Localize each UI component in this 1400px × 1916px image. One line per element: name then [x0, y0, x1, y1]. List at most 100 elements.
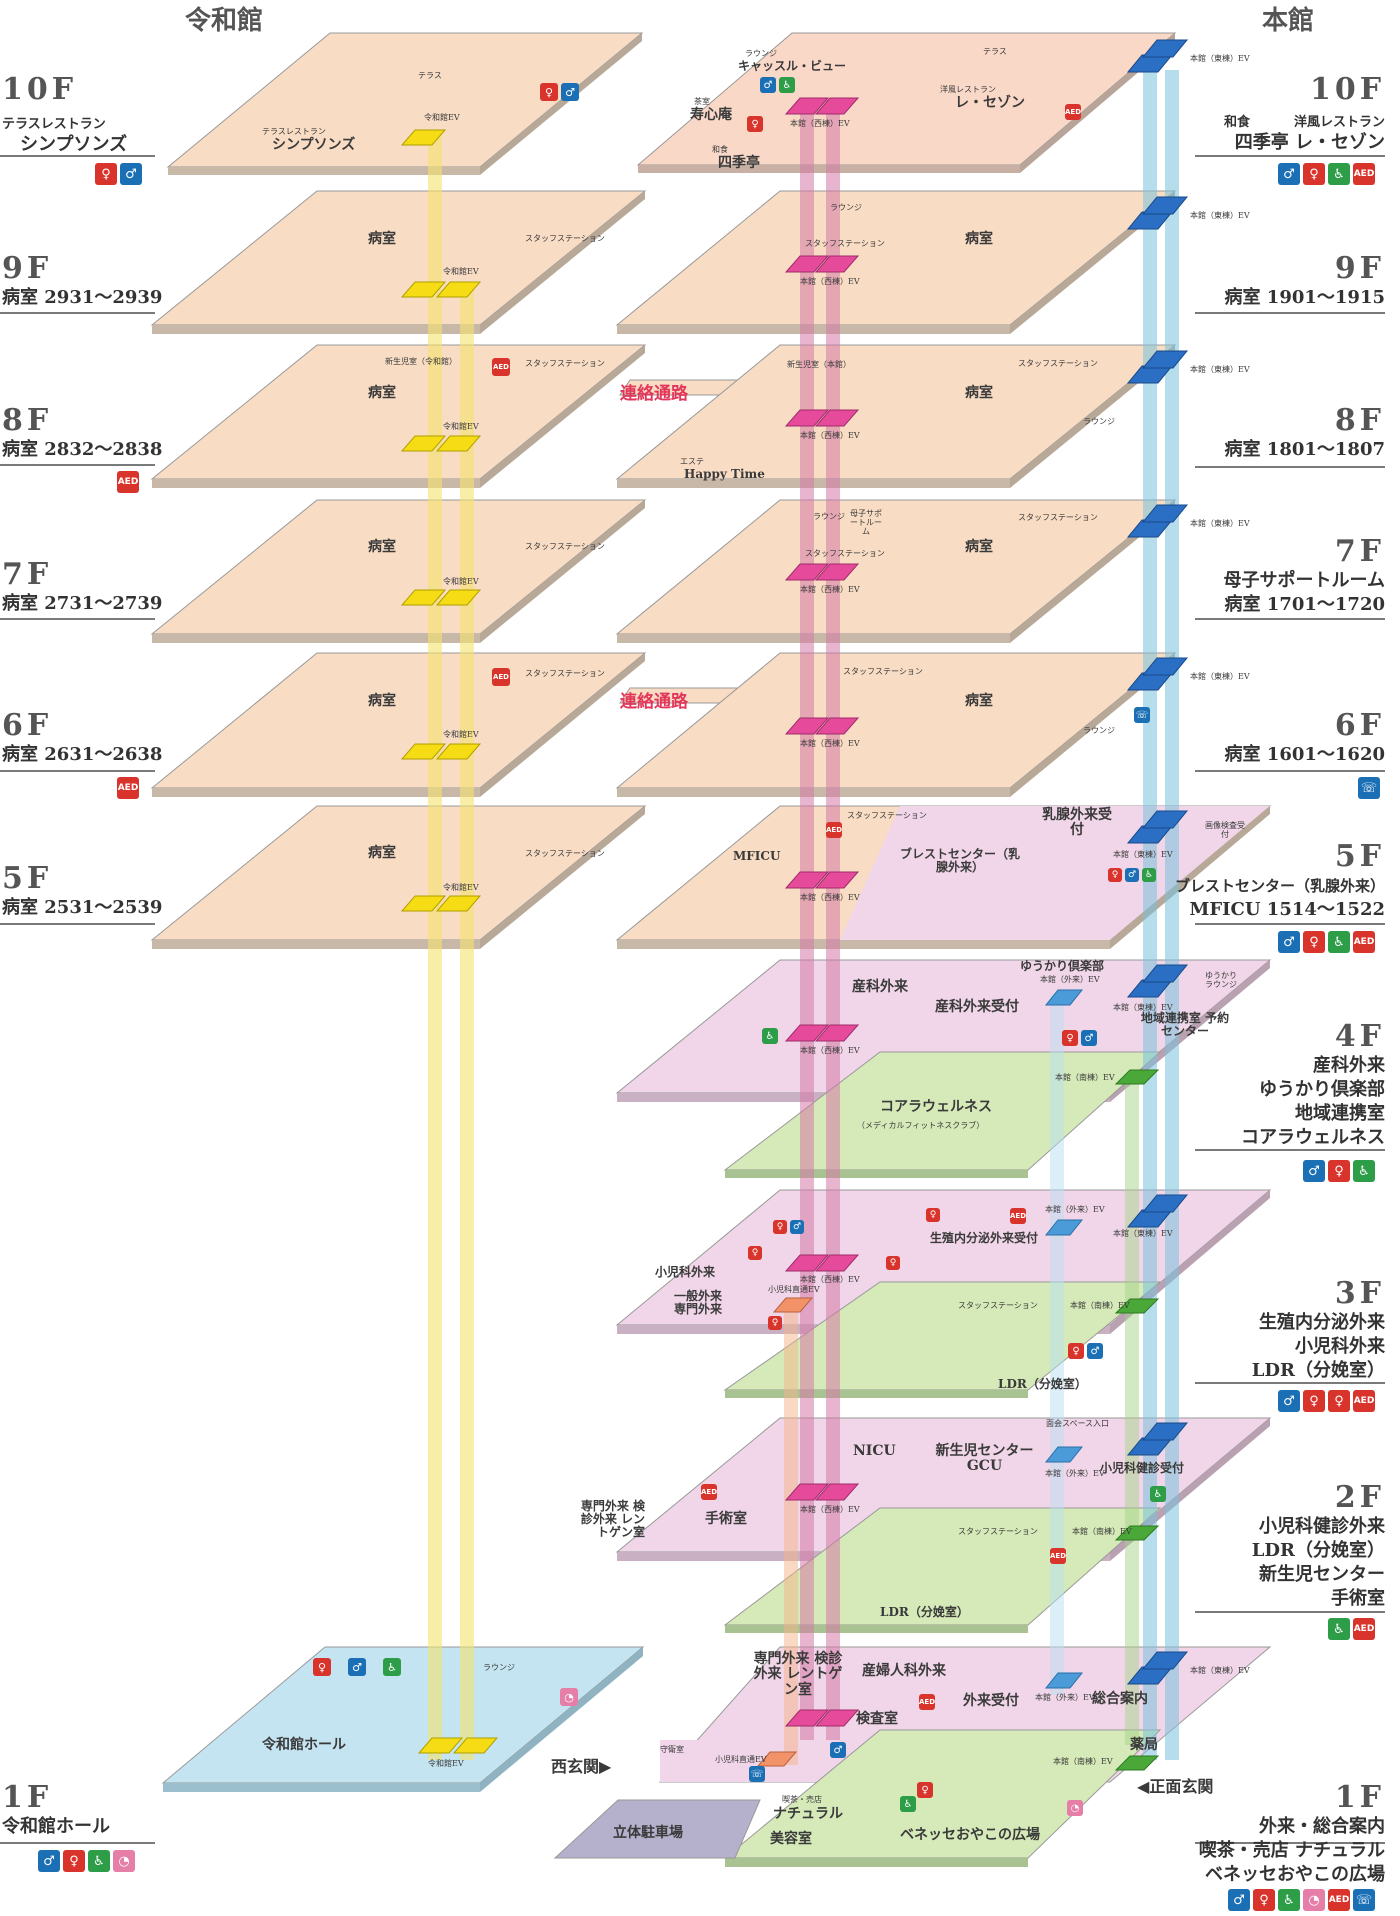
- reiwa-9f-byoshitsu: 病室: [368, 231, 396, 247]
- connector-8f: 連絡通路: [620, 384, 688, 404]
- accessible-icon: ♿: [1328, 1618, 1350, 1640]
- floor-line: 病室 1901〜1915: [1224, 287, 1385, 308]
- aed-icon: AED: [1328, 1889, 1350, 1911]
- main-entrance: ◀正面玄関: [1137, 1778, 1213, 1796]
- reiwa-9f-ev: 令和館EV: [443, 267, 479, 276]
- men-restroom-icon: ♂: [1278, 1390, 1300, 1412]
- men-restroom-icon: ♂: [1087, 1343, 1103, 1359]
- reiwa-7f-staff: スタッフステーション: [525, 542, 605, 551]
- women-restroom-icon: ♀: [886, 1256, 900, 1270]
- right-2f-icons: ♿ AED: [1328, 1618, 1375, 1640]
- honkan-east-ev-shaft: [1143, 70, 1179, 1760]
- honkan-3f-west-ev: 本館（西棟）EV: [800, 1275, 860, 1284]
- honkan-4f-yukari-lounge: ゆうかりラウンジ: [1205, 971, 1237, 989]
- floor-line: ベネッセおやこの広場: [1205, 1864, 1385, 1885]
- floor-number: 5F: [2, 861, 53, 896]
- honkan-1f-parking: 立体駐車場: [613, 1825, 683, 1841]
- floor-line: 生殖内分泌外来: [1259, 1312, 1385, 1333]
- floor-line: LDR（分娩室）: [1251, 1540, 1385, 1561]
- floor-line: 新生児センター: [1259, 1564, 1385, 1585]
- accessible-icon: ♿: [779, 77, 795, 93]
- floor-number: 1F: [1334, 1780, 1385, 1815]
- honkan-8f-byoshitsu: 病室: [965, 385, 993, 401]
- floor-number: 3F: [1334, 1276, 1385, 1311]
- honkan-9f-staff: スタッフステーション: [805, 239, 885, 248]
- aed-icon: AED: [1353, 163, 1375, 185]
- right-10f-icons: ♂ ♀ ♿ AED: [1278, 163, 1375, 185]
- women-restroom-icon: ♀: [1303, 163, 1325, 185]
- honkan-2f-shujutsu: 手術室: [705, 1511, 747, 1527]
- women-restroom-icon: ♀: [747, 116, 763, 132]
- honkan-5f-nyusen: 乳腺外来受付: [1042, 807, 1112, 839]
- honkan-1f-gairai: 外来受付: [963, 1693, 1019, 1709]
- floor-line: 病室 1701〜1720: [1224, 594, 1385, 615]
- right-7f: 7F 母子サポートルーム 病室 1701〜1720: [1224, 535, 1385, 617]
- floor-number: 4F: [1334, 1019, 1385, 1054]
- floor-number: 7F: [2, 557, 53, 592]
- honkan-1f-sogo: 総合案内: [1092, 1691, 1148, 1707]
- honkan-6f-east-ev: 本館（東棟）EV: [1190, 672, 1250, 681]
- honkan-3f-ippan: 一般外来 専門外来: [673, 1289, 722, 1317]
- honkan-1f-biyou: 美容室: [770, 1831, 812, 1847]
- reiwa-7f-byoshitsu: 病室: [368, 539, 396, 555]
- women-restroom-icon: ♀: [1068, 1343, 1084, 1359]
- honkan-2f-ldr: LDR（分娩室）: [880, 1605, 969, 1619]
- honkan-building-title: 本館: [1262, 6, 1315, 36]
- floor-line: 外来・総合案内: [1259, 1816, 1385, 1837]
- accessible-icon: ♿: [1328, 931, 1350, 953]
- honkan-3f-shonika-ev: 小児科直通EV: [768, 1285, 820, 1294]
- reiwa-1f-hall: 令和館ホール: [262, 1737, 346, 1753]
- connector-6f: 連絡通路: [620, 692, 688, 712]
- honkan-4f-sanka-uketsuke: 産科外来受付: [935, 999, 1019, 1015]
- women-restroom-icon: ♀: [748, 1246, 762, 1260]
- men-restroom-icon: ♂: [830, 1742, 846, 1758]
- honkan-6f-byoshitsu: 病室: [965, 693, 993, 709]
- floor-number: 6F: [2, 708, 53, 743]
- right-4f: 4F 産科外来 ゆうかり倶楽部 地域連携室 コアラウェルネス: [1241, 1020, 1385, 1150]
- left-6f-icons: AED: [117, 777, 139, 799]
- right-4f-icons: ♂ ♀ ♿: [1303, 1160, 1375, 1182]
- floor-line: 病室 1801〜1807: [1224, 439, 1385, 460]
- honkan-4f-koala-sub: （メディカルフィットネスクラブ）: [857, 1121, 985, 1130]
- honkan-7f-east-ev: 本館（東棟）EV: [1190, 519, 1250, 528]
- men-restroom-icon: ♂: [1125, 868, 1139, 882]
- honkan-west-ev-markers: [784, 97, 860, 1727]
- honkan-floor-1: [553, 1646, 1272, 1867]
- floor-name: 令和館ホール: [2, 1816, 110, 1837]
- right-1f: 1F 外来・総合案内 喫茶・売店 ナチュラル ベネッセおやこの広場: [1199, 1781, 1385, 1887]
- reiwa-ev-shaft: [428, 130, 474, 1760]
- honkan-east-ev-markers: [1126, 39, 1189, 1685]
- honkan-3f-gaikai-ev: 本館（外来）EV: [1045, 1205, 1105, 1214]
- accessible-icon: ♿: [1328, 163, 1350, 185]
- phone-icon: ☏: [1134, 707, 1150, 723]
- reiwa-8f-nicu: 新生児室（令和館）: [385, 357, 457, 366]
- men-restroom-icon: ♂: [1278, 163, 1300, 185]
- honkan-1f-natural: ナチュラル: [773, 1806, 843, 1822]
- right-10f: 10F 和食洋風レストラン 四季亭 レ・セゾン: [1224, 73, 1385, 155]
- honkan-1f-shuei: 守衛室: [660, 1745, 684, 1754]
- floor-line: LDR（分娩室）: [1251, 1360, 1385, 1381]
- floor-number: 9F: [1334, 251, 1385, 286]
- men-restroom-icon: ♂: [1278, 931, 1300, 953]
- west-entrance-label: 西玄関: [551, 1757, 600, 1776]
- left-6f: 6F 病室 2631〜2638: [2, 709, 162, 767]
- women-restroom-icon: ♀: [95, 163, 117, 185]
- main-entrance-arrow: ◀: [1137, 1777, 1150, 1796]
- honkan-4f-gaikai-ev: 本館（外来）EV: [1040, 975, 1100, 984]
- aed-icon: AED: [1353, 931, 1375, 953]
- honkan-9f-east-ev: 本館（東棟）EV: [1190, 211, 1250, 220]
- honkan-west-ev-shaft: [800, 100, 840, 1740]
- reiwa-5f-staff: スタッフステーション: [525, 849, 605, 858]
- reiwa-10f-restroom-icons: ♀ ♂: [540, 83, 579, 101]
- honkan-9f-west-ev: 本館（西棟）EV: [800, 277, 860, 286]
- women-restroom-icon: ♀: [1328, 1390, 1350, 1412]
- left-7f: 7F 病室 2731〜2739: [2, 558, 162, 616]
- honkan-4f-koala: コアラウェルネス: [880, 1099, 992, 1115]
- floor-line: 地域連携室: [1295, 1103, 1385, 1124]
- men-restroom-icon: ♂: [38, 1850, 60, 1872]
- honkan-3f-icons-c: ♀ ♂: [1068, 1343, 1103, 1359]
- honkan-8f-nicu: 新生児室（本館）: [787, 360, 851, 369]
- floor-line: 病室 1601〜1620: [1224, 744, 1385, 765]
- right-5f-icons: ♂ ♀ ♿ AED: [1278, 931, 1375, 953]
